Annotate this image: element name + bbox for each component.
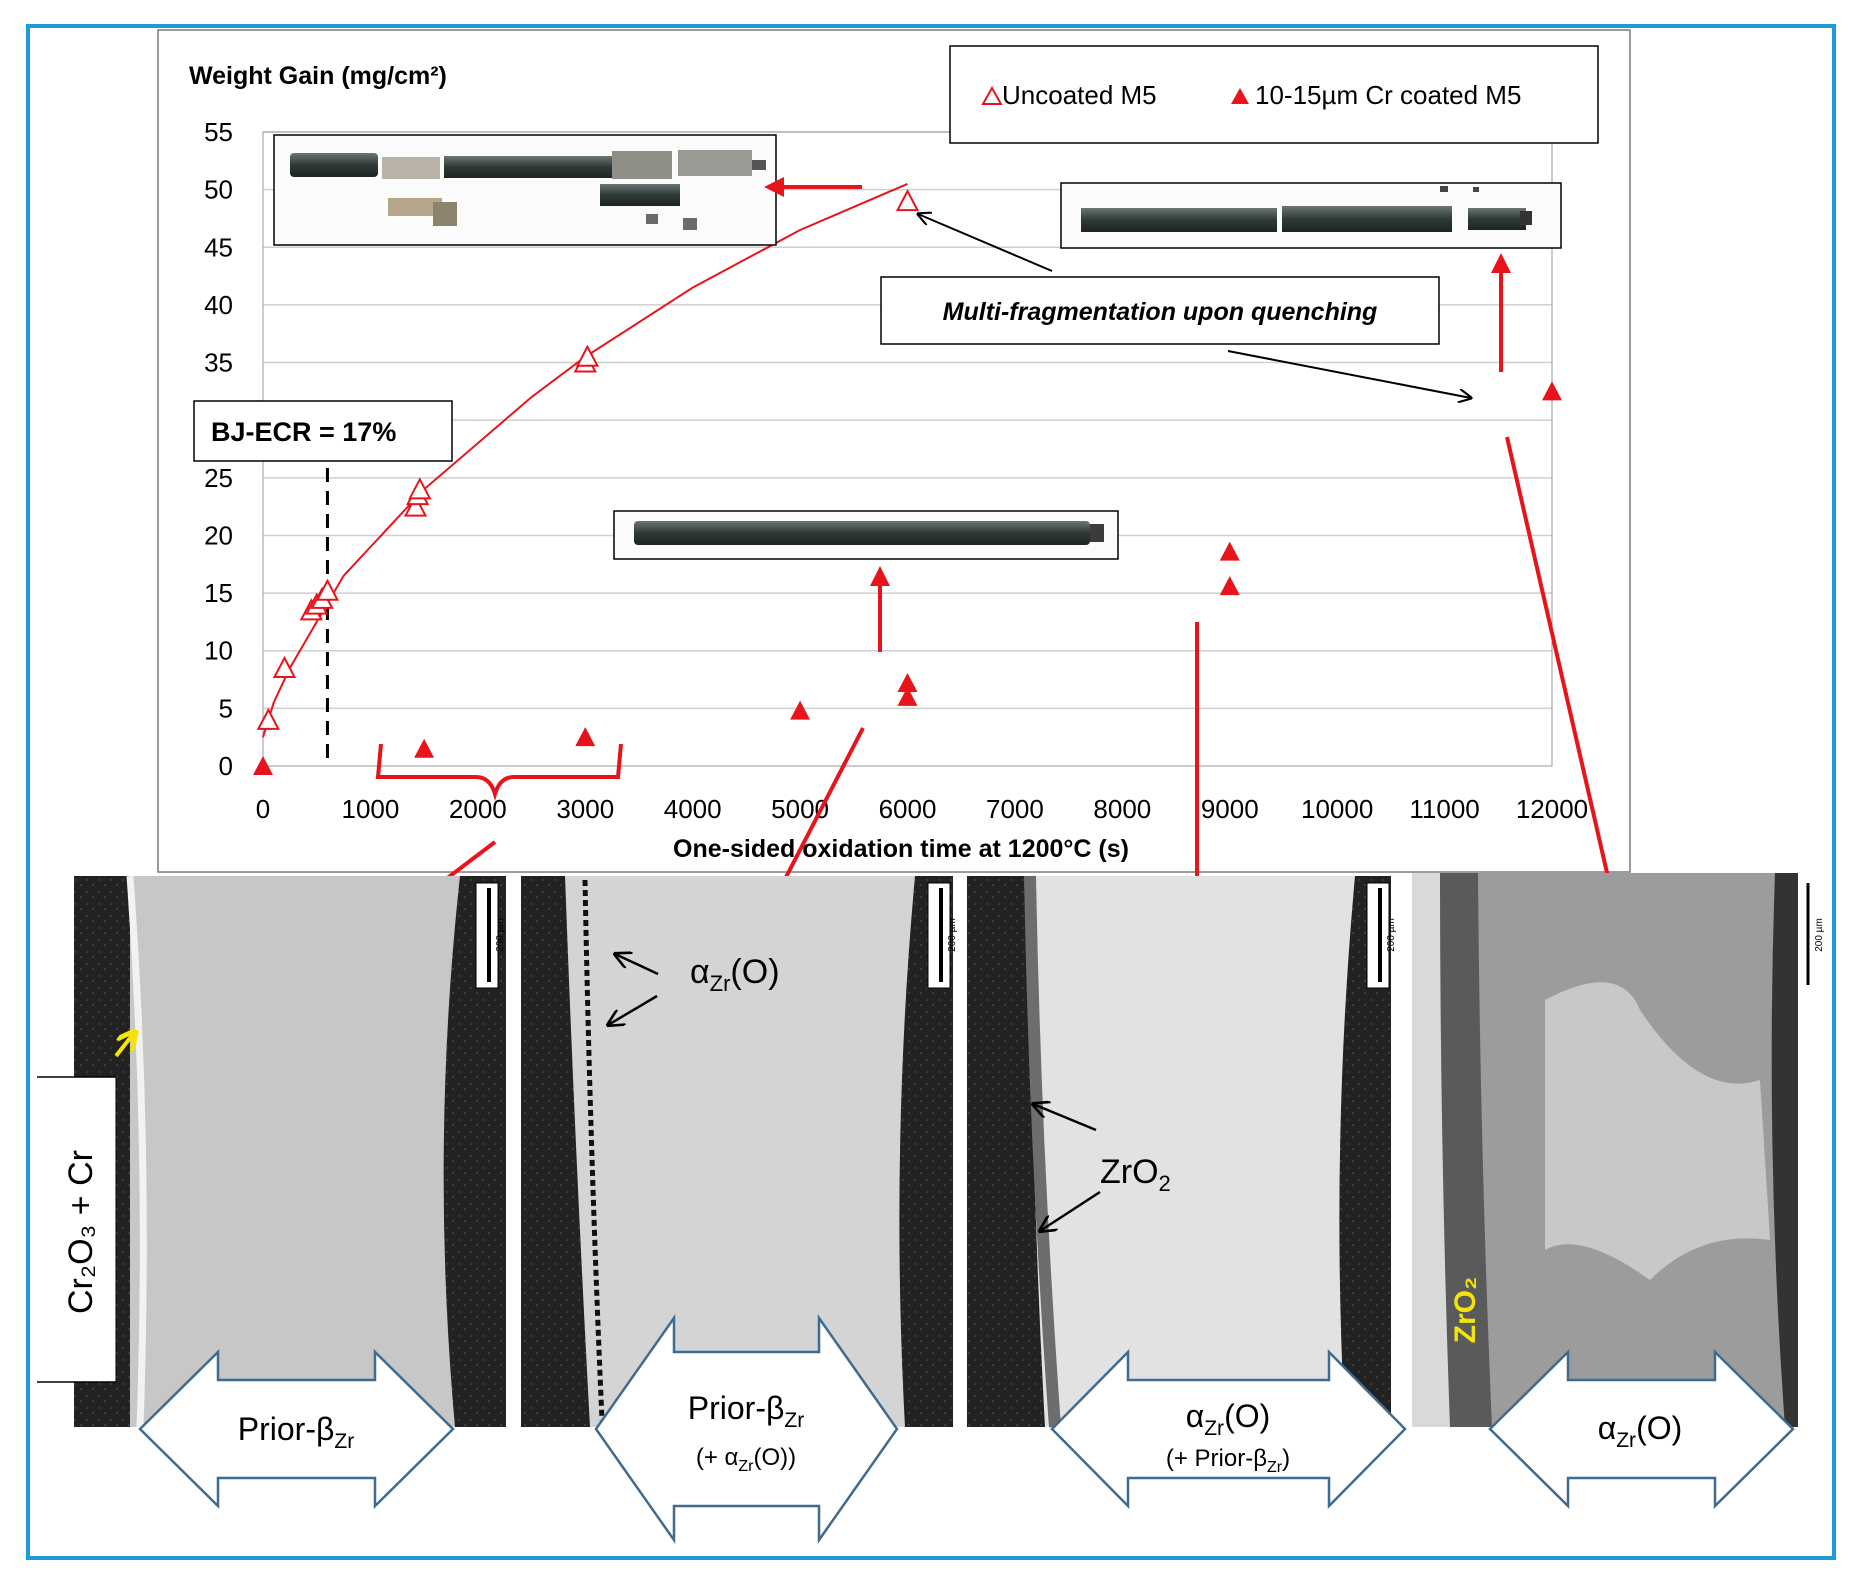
double-arrow-1: Prior-βZr [138, 1349, 455, 1509]
legend-open-triangle-icon [981, 85, 1003, 105]
pointer-to-uncoated [918, 214, 1053, 272]
point-cr-coated [1219, 541, 1240, 561]
point-cr-coated [1219, 576, 1240, 596]
point-cr-coated [897, 673, 918, 693]
x-tick-label: 3000 [556, 794, 614, 824]
scale-label-1: 200 µm [495, 918, 506, 952]
bracket-coated-low-times [375, 743, 623, 802]
series-cr-coated-m5 [253, 381, 1562, 775]
scale-label-3: 200 µm [1386, 918, 1397, 952]
point-cr-coated [414, 738, 435, 758]
scale-label-2: 200 µm [947, 918, 958, 952]
x-tick-label: 8000 [1093, 794, 1151, 824]
scale-label-4: 200 µm [1814, 918, 1825, 952]
point-uncoated [272, 655, 297, 679]
double-arrow-2: Prior-βZr (+ αZr(O)) [594, 1314, 899, 1544]
point-uncoated [256, 707, 281, 730]
point-cr-coated [790, 700, 811, 720]
double-arrow-3-label: αZr(O) [1186, 1398, 1271, 1440]
photo-fragmented-coated-rod [1060, 182, 1562, 249]
micrograph-3: 200 µm [967, 875, 1397, 1428]
point-uncoated [315, 578, 340, 601]
y-tick-label: 0 [219, 751, 233, 781]
x-tick-label: 9000 [1201, 794, 1259, 824]
point-cr-coated [897, 686, 918, 706]
point-uncoated [408, 477, 432, 500]
x-tick-label: 2000 [449, 794, 507, 824]
legend-filled-triangle-icon [1231, 88, 1249, 104]
point-cr-coated [575, 727, 596, 747]
micrograph-1: 200 µm [74, 875, 506, 1428]
x-tick-label: 0 [256, 794, 270, 824]
series-uncoated-m5 [256, 189, 920, 730]
x-tick-label: 1000 [341, 794, 399, 824]
y-tick-label: 15 [204, 578, 233, 608]
x-axis-label: One-sided oxidation time at 1200°C (s) [673, 835, 1129, 863]
cr-coating-text: Cr₂O₃ + Cr [62, 1150, 100, 1314]
fragmentation-annotation: Multi-fragmentation upon quenching [880, 214, 1471, 398]
outer-frame [26, 24, 1836, 1560]
double-arrow-1-label: Prior-βZr [238, 1411, 354, 1453]
y-tick-label: 35 [204, 348, 233, 378]
ecr-annotation: BJ-ECR = 17% [193, 400, 453, 462]
point-uncoated [575, 344, 600, 367]
link-arrow-4 [1505, 436, 1623, 916]
cr-coating-label: Cr₂O₃ + Cr [37, 1033, 134, 1383]
legend: Uncoated M5 10-15µm Cr coated M5 [949, 45, 1599, 144]
double-arrow-2-label: Prior-βZr [688, 1390, 804, 1432]
pointer-to-coated [1227, 350, 1471, 398]
double-arrow-4: αZr(O) [1488, 1349, 1795, 1509]
y-tick-label: 25 [204, 463, 233, 493]
fragmentation-label: Multi-fragmentation upon quenching [943, 298, 1378, 326]
point-uncoated [895, 189, 920, 212]
x-tick-label: 11000 [1409, 794, 1479, 824]
double-arrow-3-note: (+ Prior-βZr) [1166, 1445, 1290, 1476]
point-cr-coated [1542, 381, 1562, 401]
legend-label-uncoated: Uncoated M5 [1002, 80, 1157, 110]
photo-intact-rod [613, 510, 1119, 560]
point-uncoated [403, 494, 428, 517]
y-tick-label: 45 [204, 232, 233, 262]
double-arrow-2-note: (+ αZr(O)) [696, 1444, 796, 1475]
y-tick-label: 50 [204, 175, 233, 205]
legend-box [949, 45, 1599, 144]
ecr-label-box [193, 400, 453, 462]
chart-title: Weight Gain (mg/cm²) [189, 62, 447, 90]
x-tick-label: 7000 [986, 794, 1044, 824]
fragmentation-label-box [880, 276, 1440, 345]
alpha-zr-callout: αZr(O) [608, 953, 780, 1025]
y-tick-labels: 0510152025303540455055 [204, 117, 233, 781]
zro2-callout-label: ZrO2 [1100, 1153, 1171, 1196]
y-tick-label: 10 [204, 636, 233, 666]
yellow-pointer-icon [114, 1033, 134, 1058]
y-tick-label: 55 [204, 117, 233, 147]
y-tick-label: 20 [204, 520, 233, 550]
double-arrow-3: αZr(O) (+ Prior-βZr) [1050, 1348, 1407, 1510]
x-tick-label: 6000 [879, 794, 937, 824]
y-tick-label: 40 [204, 290, 233, 320]
micrograph-2: 200 µm [521, 876, 958, 1427]
zro2-side-label: ZrO₂ [1449, 1277, 1482, 1344]
ecr-label: BJ-ECR = 17% [211, 417, 396, 447]
zro2-callout: ZrO2 [1033, 1104, 1171, 1231]
y-tick-label: 5 [219, 693, 233, 723]
legend-label-coated: 10-15µm Cr coated M5 [1255, 80, 1521, 110]
alpha-zr-callout-label: αZr(O) [690, 953, 780, 996]
double-arrow-4-label: αZr(O) [1598, 1410, 1683, 1452]
micrograph-4: 200 µm [1412, 873, 1825, 1427]
x-tick-label: 10000 [1301, 794, 1373, 824]
photo-fragmented-uncoated-rod [273, 134, 777, 246]
x-tick-label: 4000 [664, 794, 722, 824]
x-tick-label: 12000 [1516, 794, 1588, 824]
point-cr-coated [253, 756, 273, 775]
